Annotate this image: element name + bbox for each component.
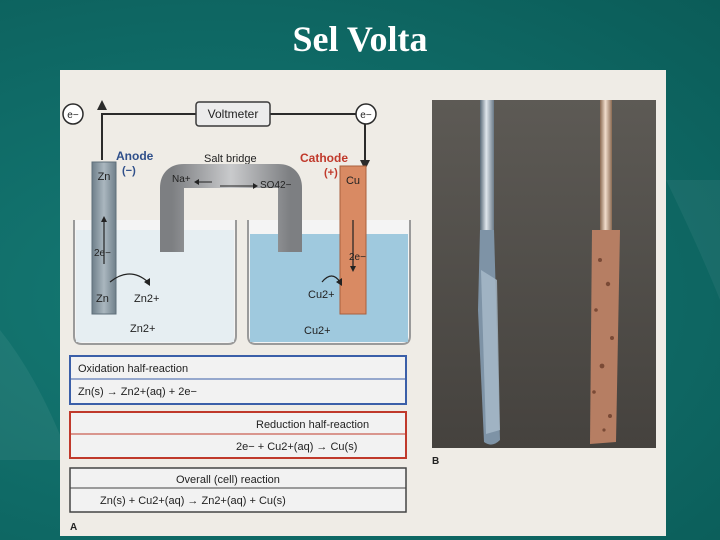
anode-sign: (−) [122, 165, 136, 177]
slide-title: Sel Volta [292, 19, 428, 59]
salt-bridge-label: Salt bridge [204, 153, 257, 165]
oxidation-equation: Zn(s) → Zn2+(aq) + 2e− [78, 386, 197, 398]
copper-rod-deposit [590, 230, 620, 444]
anode-label: Anode [116, 149, 154, 163]
zinc-ion-solution-label: Zn2+ [130, 323, 155, 335]
cathode-electron-arrowhead-icon [350, 266, 356, 272]
zinc-atom-label: Zn [96, 293, 109, 305]
copper-deposit-speckles [592, 258, 614, 432]
salt-bridge-tube [160, 164, 302, 252]
voltmeter-label: Voltmeter [208, 107, 259, 121]
overall-title: Overall (cell) reaction [176, 474, 280, 486]
cathode-label: Cathode [300, 151, 348, 165]
zinc-rod-coating [481, 270, 500, 434]
reduction-title: Reduction half-reaction [256, 419, 369, 431]
wire-left [101, 113, 196, 160]
electron-left-badge [62, 103, 84, 125]
zinc-rod-photo [480, 100, 494, 230]
electron-right-label: e− [360, 110, 372, 121]
ion-release-arrowhead-icon [144, 278, 150, 286]
cathode-electron-label: 2e− [349, 252, 366, 263]
electron-right-badge [355, 103, 377, 125]
arrow-up-icon [97, 100, 107, 110]
zinc-ion-near-label: Zn2+ [134, 293, 159, 305]
electron-left-label: e− [67, 110, 79, 121]
overall-equation: Zn(s) + Cu2+(aq) → Zn2+(aq) + Cu(s) [100, 495, 286, 507]
figure-scan: e− e− Voltmeter Anode (−) Salt bridge Ca… [60, 70, 666, 536]
bridge-arrowhead-right-icon [253, 183, 258, 189]
ion-release-arrow-icon [109, 273, 149, 283]
voltmeter-box [195, 101, 271, 127]
oxidation-box [69, 355, 407, 405]
bridge-cation-label: Na+ [172, 174, 191, 185]
anode-electron-arrowhead-icon [101, 216, 107, 222]
bridge-anion-label: SO42− [260, 180, 292, 191]
ion-deposit-arrowhead-icon [336, 278, 342, 286]
panel-letter-a: A [70, 522, 77, 533]
copper-ion-solution-label: Cu2+ [304, 325, 331, 337]
copper-ion-near-label: Cu2+ [308, 289, 335, 301]
anode-electron-label: 2e− [94, 248, 111, 259]
cathode-sign: (+) [324, 167, 338, 179]
overall-box [69, 467, 407, 513]
photo-panel [432, 100, 656, 448]
figure-illustration: e− e− Voltmeter Anode (−) Salt bridge Ca… [62, 100, 656, 533]
bridge-arrowhead-left-icon [194, 179, 199, 185]
oxidation-title: Oxidation half-reaction [78, 363, 188, 375]
zinc-electrode-label: Zn [98, 171, 111, 183]
copper-rod-photo [600, 100, 612, 232]
reduction-equation: 2e− + Cu2+(aq) → Cu(s) [236, 441, 357, 453]
right-solution [250, 234, 408, 342]
reduction-box [69, 411, 407, 459]
panel-letter-b: B [432, 456, 439, 467]
arrow-down-icon [360, 160, 370, 170]
copper-electrode-label: Cu [346, 175, 360, 187]
